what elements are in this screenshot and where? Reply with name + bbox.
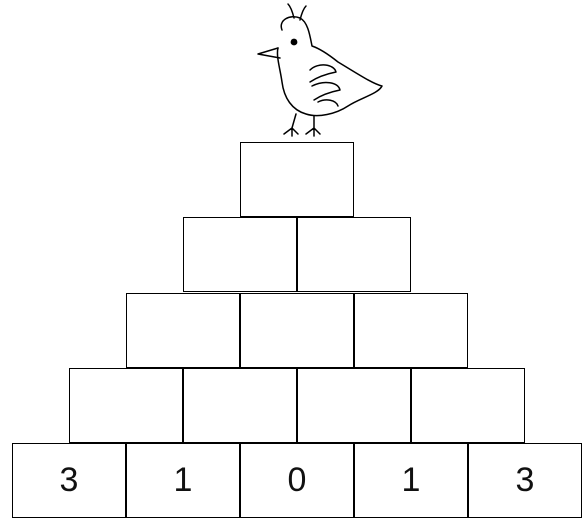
- pyramid-cell-base-4: 1: [354, 443, 468, 518]
- pyramid-cell-row4-1[interactable]: [183, 217, 297, 292]
- bird-icon: [248, 2, 388, 142]
- pyramid-cell-row3-2[interactable]: [240, 293, 354, 368]
- pyramid-cell-row3-1[interactable]: [126, 293, 240, 368]
- pyramid-cell-row3-3[interactable]: [354, 293, 468, 368]
- pyramid-cell-row2-2[interactable]: [183, 368, 297, 443]
- pyramid-cell-top[interactable]: [240, 142, 354, 217]
- pyramid-cell-base-2: 1: [126, 443, 240, 518]
- pyramid-cell-row2-1[interactable]: [69, 368, 183, 443]
- pyramid-cell-base-1: 3: [12, 443, 126, 518]
- pyramid-cell-row2-3[interactable]: [297, 368, 411, 443]
- pyramid-cell-base-5: 3: [468, 443, 582, 518]
- pyramid-cell-base-3: 0: [240, 443, 354, 518]
- pyramid-cell-row2-4[interactable]: [411, 368, 525, 443]
- pyramid-cell-row4-2[interactable]: [297, 217, 411, 292]
